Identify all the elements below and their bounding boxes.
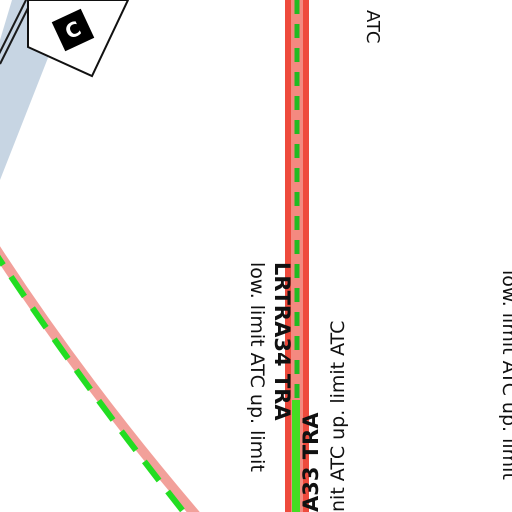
pink-arc-boundary xyxy=(0,246,200,512)
top-atc-fragment: ATC xyxy=(362,10,383,44)
airspace-limits-a33: nit ATC up. limit ATC xyxy=(327,320,349,512)
green-arc-boundary xyxy=(0,254,188,512)
airspace-name-lrtra34: LRTRA34 TRA xyxy=(270,262,294,421)
green-vertical-segment xyxy=(292,400,300,512)
airspace-limits-lrtra34: low. limit ATC up. limit xyxy=(246,262,268,472)
road-line xyxy=(0,0,28,55)
airspace-name-a33: A33 TRA xyxy=(299,412,323,512)
right-limits-fragment: low. limit ATC up. limit xyxy=(498,270,512,480)
road-line xyxy=(0,0,33,65)
white-gap xyxy=(291,0,303,512)
